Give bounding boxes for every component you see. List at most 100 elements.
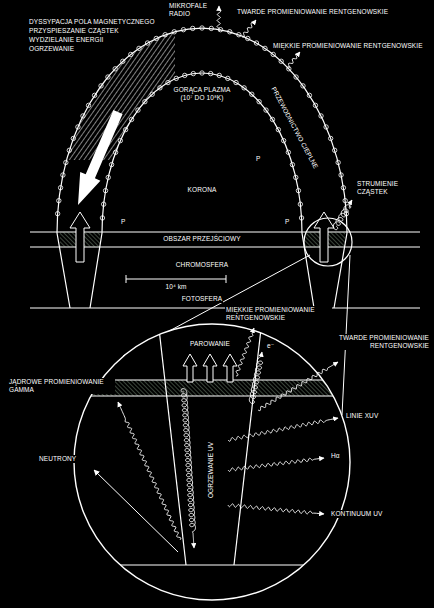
- field-coil: [264, 108, 268, 112]
- field-coil: [209, 26, 213, 30]
- emission-rays: [118, 6, 352, 548]
- field-coil: [332, 148, 336, 152]
- radiation-wave: [228, 418, 338, 441]
- radiation-label: KONTINUUM UV: [330, 510, 383, 518]
- field-coil: [217, 73, 221, 77]
- field-coil: [270, 117, 274, 121]
- radiation-wave: [236, 328, 254, 376]
- field-coil: [271, 52, 275, 56]
- radiation-wave: [287, 52, 300, 68]
- field-coil: [181, 27, 185, 31]
- field-coil: [118, 138, 122, 142]
- field-coil: [61, 173, 65, 177]
- layer-label: CHROMOSFERA: [175, 261, 229, 269]
- radiation-label: Hα: [330, 452, 341, 460]
- field-coil: [145, 41, 149, 45]
- field-coil: [281, 138, 285, 142]
- radiation-label: TWARDE PROMIENIOWANIE RENTGENOWSKIE: [236, 8, 389, 16]
- loop-outer: [57, 28, 347, 308]
- field-coil: [150, 92, 154, 96]
- radiation-label: LINIE XUV: [345, 412, 379, 420]
- field-coil: [136, 108, 140, 112]
- neutron-arrow: [94, 470, 178, 552]
- field-coil: [92, 93, 96, 97]
- radiation-label: JĄDROWE PROMIENIOWANIE GAMMA: [8, 378, 115, 394]
- field-coil: [183, 73, 187, 77]
- field-coil: [101, 202, 105, 206]
- field-coil: [290, 162, 294, 166]
- field-coil: [106, 75, 110, 79]
- field-coil: [129, 117, 133, 121]
- evaporation-arrow: [223, 354, 237, 382]
- field-coil: [109, 162, 113, 166]
- field-coil: [307, 93, 311, 97]
- field-coil: [279, 59, 283, 63]
- particle-arrow: [78, 110, 123, 205]
- process-label: OGRZEWANIE UV: [207, 441, 215, 499]
- radiation-wave: [118, 402, 181, 540]
- field-coil: [86, 103, 90, 107]
- field-coil: [254, 41, 258, 45]
- field-coil: [163, 33, 167, 37]
- field-coil: [242, 86, 246, 90]
- field-coil: [208, 71, 212, 75]
- radiation-label: MIKROFALE RADIO: [168, 2, 208, 18]
- radiation-wave: [228, 458, 324, 471]
- layer-lines: [30, 232, 420, 308]
- field-coil: [174, 76, 178, 80]
- process-label: PAROWANIE: [189, 340, 231, 348]
- field-coil: [343, 198, 347, 202]
- field-coil: [129, 52, 133, 56]
- field-coil: [250, 92, 254, 96]
- field-coil: [106, 175, 110, 179]
- layer-label: FOTOSFERA: [181, 295, 224, 303]
- field-coil: [336, 160, 340, 164]
- field-coil: [228, 30, 232, 34]
- field-coil: [276, 127, 280, 131]
- field-coil: [58, 186, 62, 190]
- zoom-circle: [304, 218, 352, 266]
- field-coil: [200, 71, 204, 75]
- field-coil: [263, 46, 267, 50]
- process-label: PRZYSPIESZANIE CZĄSTEK: [28, 27, 120, 35]
- field-coil: [123, 127, 127, 131]
- field-coil: [166, 80, 170, 84]
- upflow-arrow: [70, 212, 90, 262]
- field-coil: [301, 84, 305, 88]
- evaporation-arrow: [203, 354, 217, 382]
- field-coil: [99, 84, 103, 88]
- field-coil: [294, 75, 298, 79]
- particle-coil: [333, 200, 352, 230]
- callout-letter: P: [284, 218, 290, 226]
- radiation-wave: [242, 20, 256, 37]
- radiation-label: MIĘKKIE PROMIENIOWANIE RENTGENOWSKIE: [225, 306, 332, 322]
- field-coil: [76, 125, 80, 129]
- radiation-wave: [228, 504, 324, 514]
- field-coil: [298, 202, 302, 206]
- particle-coil: [181, 389, 195, 548]
- particle-label: e⁻: [266, 342, 275, 350]
- particle-coil: [249, 352, 262, 404]
- scale-bar: [126, 275, 226, 283]
- callout-letter: P: [255, 155, 261, 163]
- field-coil: [103, 188, 107, 192]
- field-coil: [57, 198, 61, 202]
- field-coil: [296, 188, 300, 192]
- field-coil: [319, 114, 323, 118]
- scale-label: 10⁴ km: [164, 283, 187, 291]
- field-coil: [71, 136, 75, 140]
- evaporation-arrow: [183, 354, 197, 382]
- field-coil: [226, 76, 230, 80]
- field-coil: [113, 150, 117, 154]
- field-coil: [55, 212, 59, 216]
- field-coil: [81, 114, 85, 118]
- process-label: WYDZIELANIE ENERGII: [28, 36, 105, 44]
- field-coil: [67, 148, 71, 152]
- particle-label: STRUMIENIE CZĄSTEK: [356, 180, 399, 196]
- field-coil: [246, 36, 250, 40]
- field-coil: [158, 86, 162, 90]
- magnified-foot: [60, 320, 370, 565]
- field-coil: [286, 150, 290, 154]
- field-coils: [55, 26, 348, 220]
